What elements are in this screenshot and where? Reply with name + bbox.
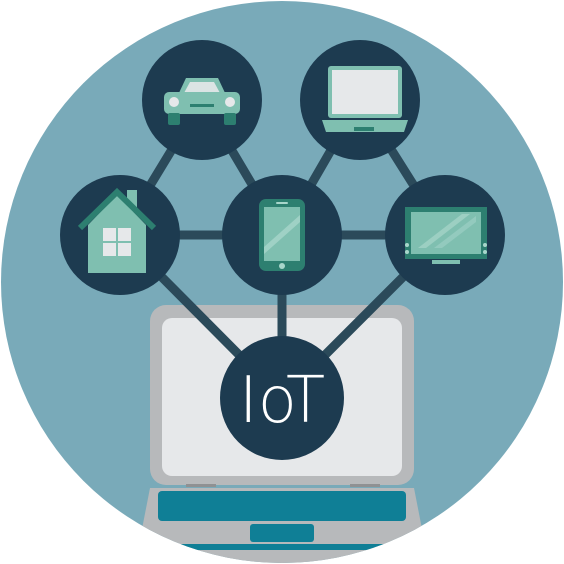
- laptop-node: [300, 40, 420, 160]
- smartphone-node: [222, 175, 342, 295]
- house-node: [60, 175, 180, 295]
- house-icon: [77, 187, 157, 273]
- car-node: [142, 40, 262, 160]
- iot-label: IoT: [239, 364, 325, 438]
- trackpad: [250, 524, 314, 542]
- smartphone-icon: [259, 199, 305, 271]
- laptop-icon: [322, 66, 408, 132]
- car-icon: [164, 78, 240, 125]
- tv-node: [385, 175, 505, 295]
- iot-hub-node: IoT: [220, 336, 344, 460]
- keyboard: [158, 491, 406, 521]
- tv-icon: [405, 207, 487, 264]
